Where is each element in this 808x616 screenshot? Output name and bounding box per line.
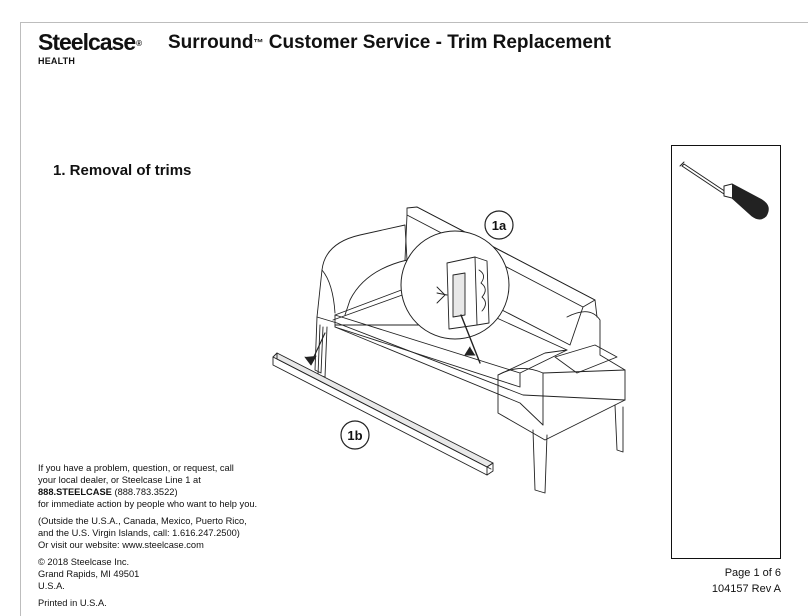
callout-1a: 1a: [492, 218, 507, 233]
phone-number: (888.783.3522): [111, 487, 178, 497]
trademark-mark: ™: [253, 38, 264, 49]
printed-in: Printed in U.S.A.: [38, 598, 107, 608]
screwdriver-icon: [679, 161, 769, 220]
contact-information: If you have a problem, question, or requ…: [38, 462, 298, 614]
tools-required-box: [671, 145, 781, 559]
contact-line: and the U.S. Virgin Islands, call: 1.616…: [38, 528, 240, 538]
document-title: Surround™ Customer Service - Trim Replac…: [168, 32, 611, 53]
page-border: [20, 22, 808, 616]
brand-division: HEALTH: [38, 56, 76, 66]
phone-name: 888.STEELCASE: [38, 487, 112, 497]
registered-mark: ®: [136, 39, 142, 48]
step-title: 1. Removal of trims: [53, 162, 192, 179]
copyright: © 2018 Steelcase Inc.: [38, 557, 130, 567]
brand-name: Steelcase: [38, 29, 136, 55]
callout-1b: 1b: [347, 428, 362, 443]
page-number: Page 1 of 6: [724, 567, 781, 579]
contact-line: for immediate action by people who want …: [38, 499, 258, 509]
address-city: Grand Rapids, MI 49501: [38, 569, 140, 579]
address-country: U.S.A.: [38, 581, 65, 591]
contact-line: your local dealer, or Steelcase Line 1 a…: [38, 475, 201, 485]
contact-line: If you have a problem, question, or requ…: [38, 463, 234, 473]
sofa-trim-illustration: 1a 1b: [272, 206, 626, 494]
steelcase-logo: Steelcase® HEALTH: [38, 29, 142, 66]
website-line: Or visit our website: www.steelcase.com: [38, 540, 204, 550]
document-number: 104157 Rev A: [711, 583, 781, 595]
contact-line: (Outside the U.S.A., Canada, Mexico, Pue…: [38, 516, 247, 526]
